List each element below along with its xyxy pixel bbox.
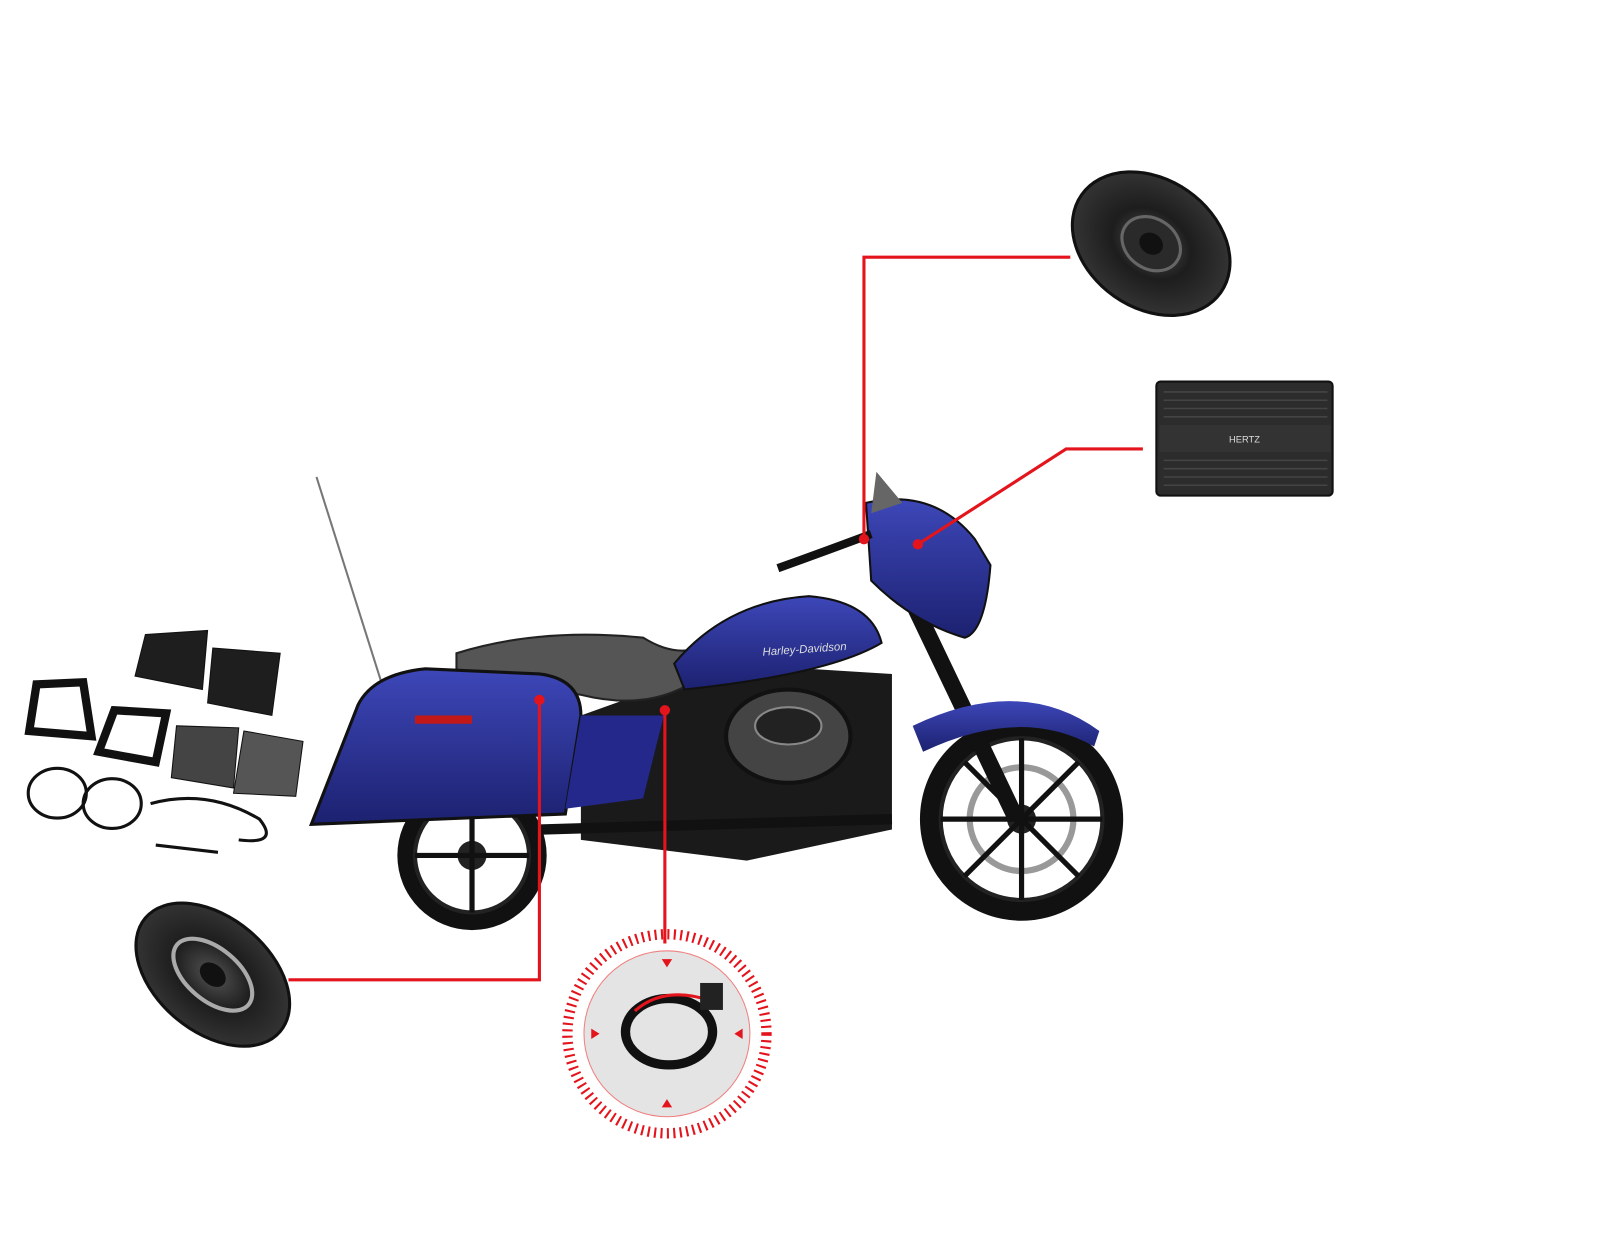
wiring-harness-icon [620,982,723,1070]
callout-fairing-speaker [862,255,1071,540]
amplifier-icon: HERTZ [1155,380,1334,497]
callout-saddlebag-speaker [288,699,541,982]
motorcycle: Harley-Davidson [308,471,1124,931]
saddlebag [308,667,583,826]
antenna [315,476,387,698]
round-speaker-icon [1070,170,1232,317]
callout-dots [534,533,924,716]
amplifier-brand: HERTZ [1229,435,1260,445]
fuel-tank [673,595,883,691]
callout-lines [288,255,1143,982]
tank-logo: Harley-Davidson [762,641,847,659]
batwing-fairing [864,498,992,639]
speaker-lid-kit-icon [24,629,304,854]
wiring-harness-callout [562,929,772,1139]
oval-speaker-icon [134,901,292,1048]
callout-amplifier [917,447,1143,546]
